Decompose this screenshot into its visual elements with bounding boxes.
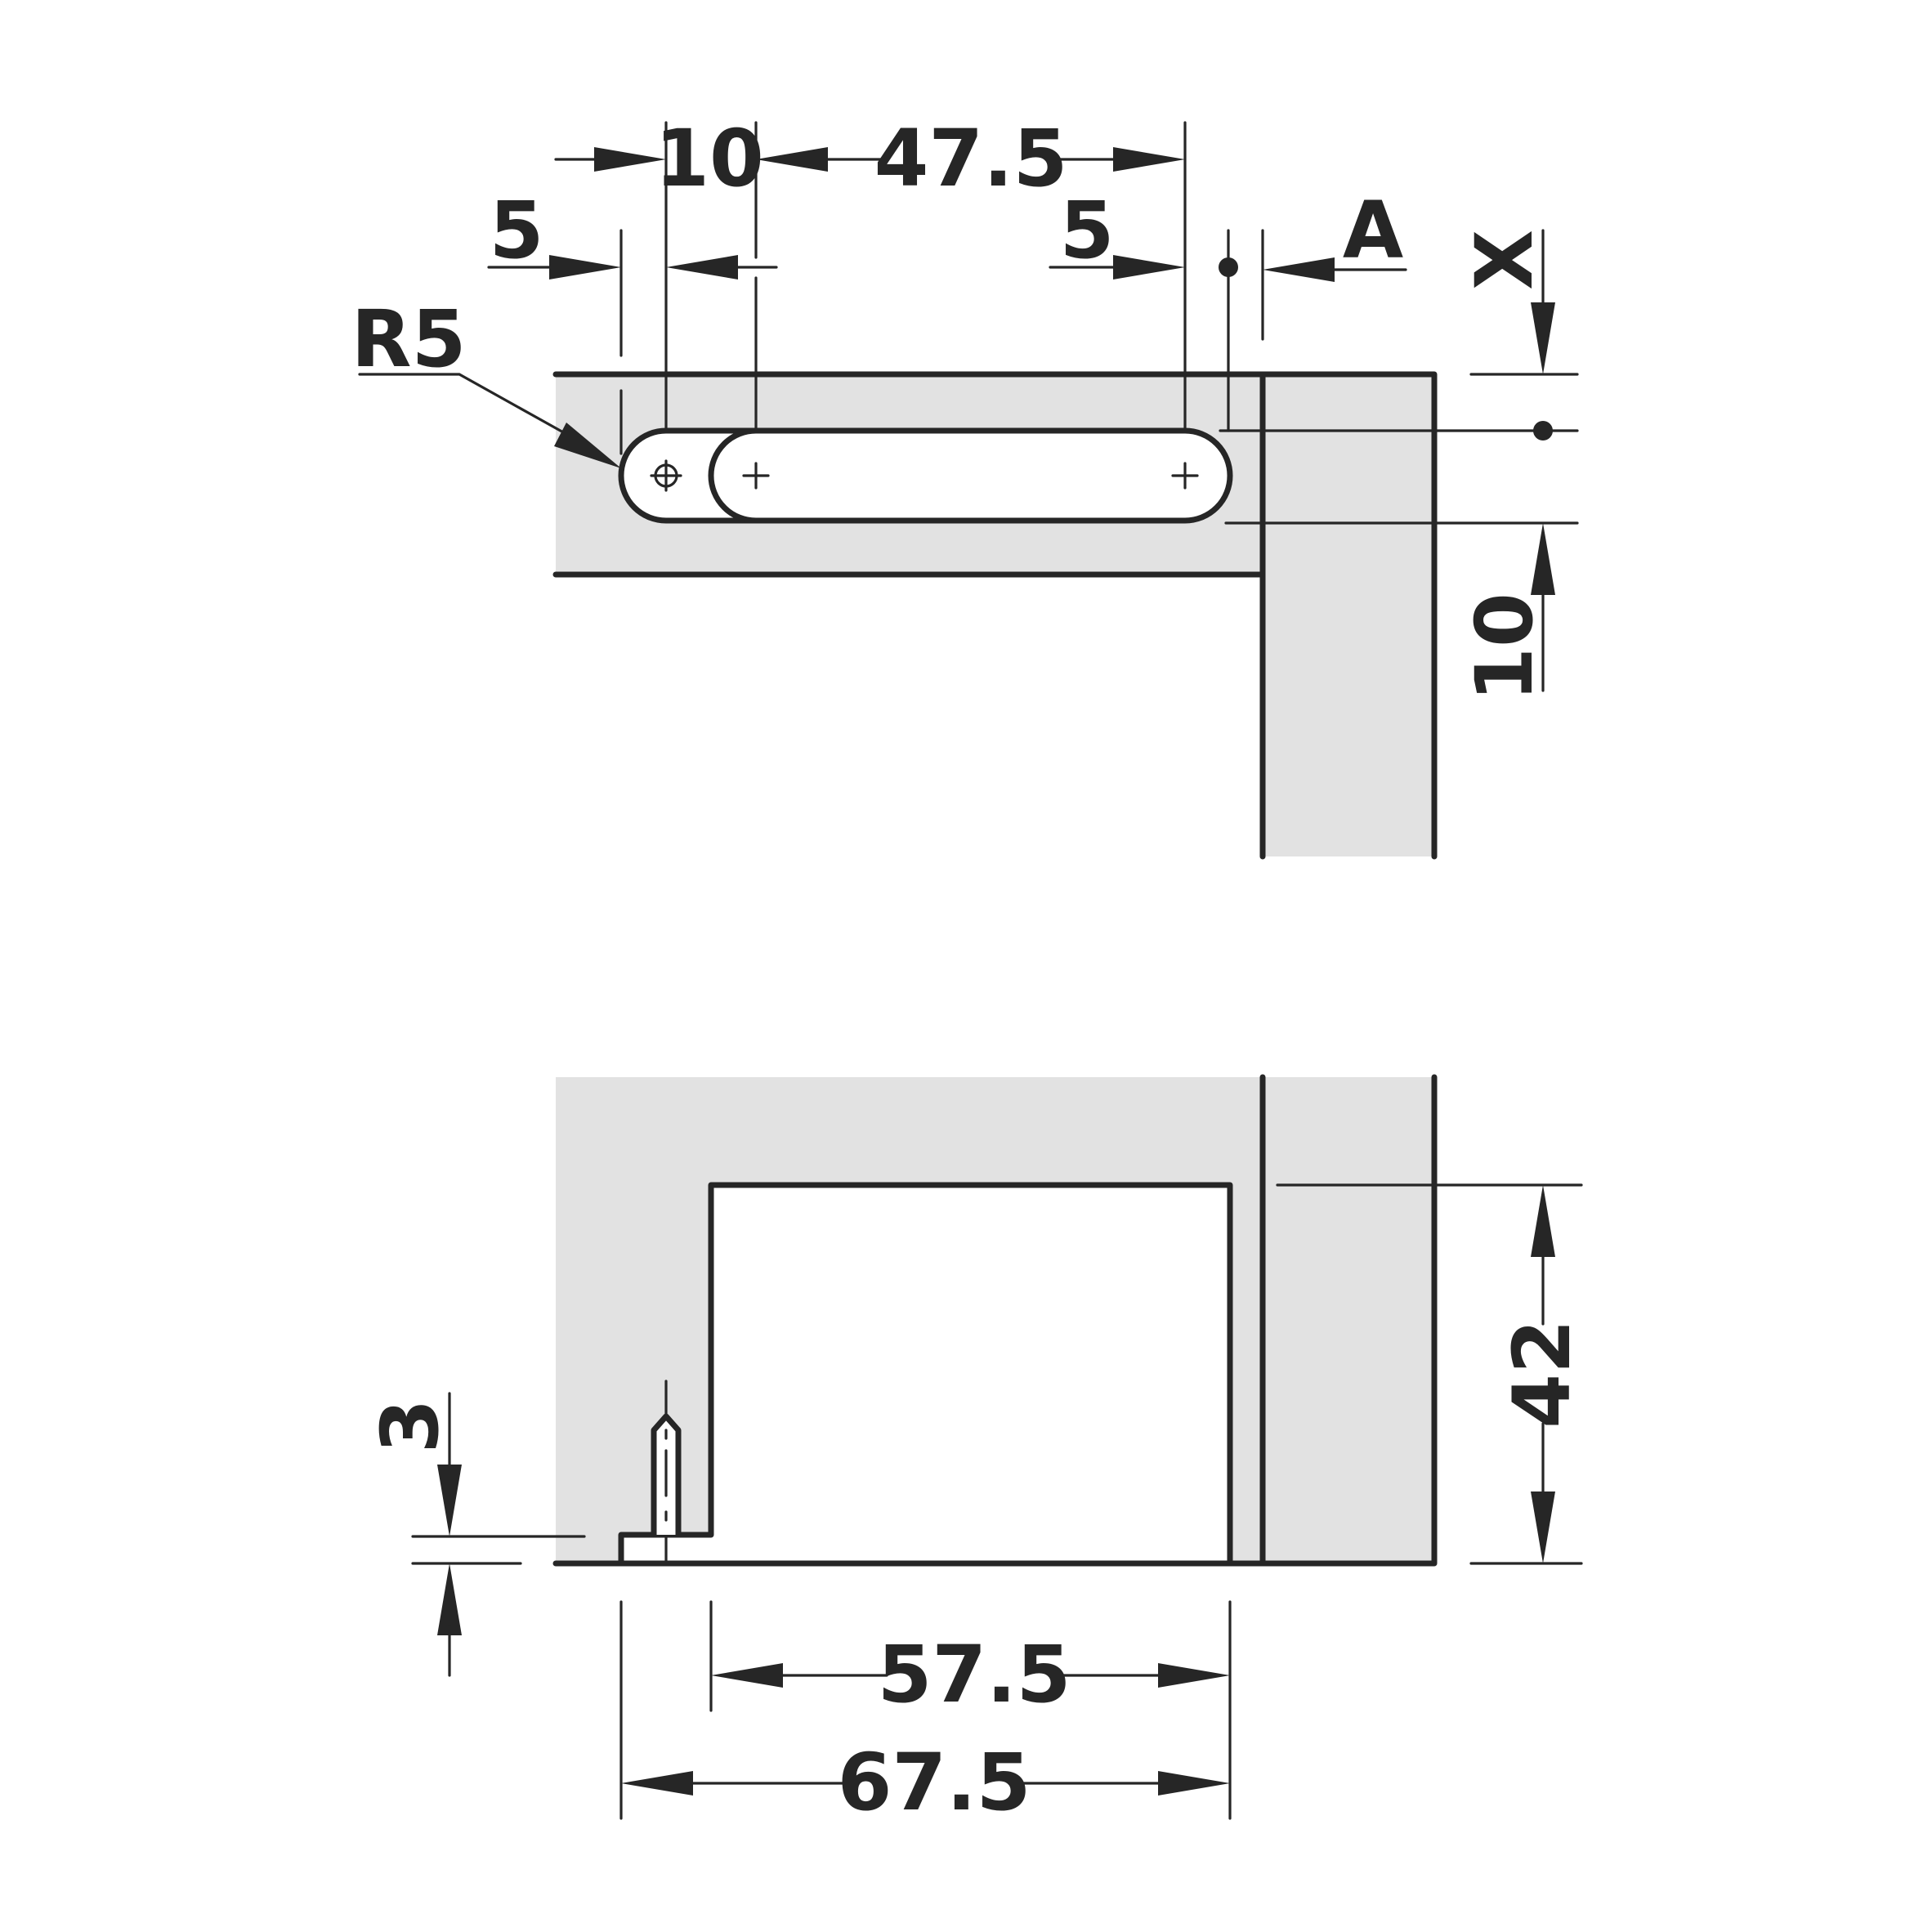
slot-inner-arc xyxy=(708,427,759,524)
centre-mark-1 xyxy=(650,459,682,492)
label-dim-42: 42 xyxy=(1496,1319,1588,1429)
dim-47-5-arrow-left xyxy=(756,147,828,172)
side-housing-cutout xyxy=(711,1185,1230,1563)
label-dim-X: X xyxy=(1459,230,1550,290)
point-dot-X xyxy=(1533,421,1553,441)
side-housing-outline xyxy=(618,1182,1233,1567)
label-dim-A: A xyxy=(1343,185,1403,276)
dim-3-arrow-top xyxy=(437,1465,462,1536)
fixing-pin-outline xyxy=(651,1413,682,1538)
label-dim-57-5: 57.5 xyxy=(878,1629,1071,1720)
dim-5-right-arrow xyxy=(1113,255,1185,280)
centre-mark-3 xyxy=(1171,462,1199,490)
label-dim-3: 3 xyxy=(364,1399,456,1454)
dim-10v-arrow xyxy=(1531,523,1555,595)
label-dim-5-left: 5 xyxy=(490,185,544,276)
dim-A-arrow xyxy=(1263,257,1335,282)
label-dim-10-vertical: 10 xyxy=(1459,593,1550,702)
dim-3-arrow-bottom xyxy=(437,1563,462,1635)
dim-42-arrow-bottom xyxy=(1531,1491,1555,1563)
r5-arrow xyxy=(554,423,621,468)
dim-67-5-arrow-right xyxy=(1158,1771,1230,1796)
label-dim-10: 10 xyxy=(655,113,764,204)
dim-47-5-arrow-right xyxy=(1113,147,1185,172)
slot-outline xyxy=(618,427,1233,524)
label-dim-R5: R5 xyxy=(351,293,467,385)
side-panel-outline xyxy=(552,1074,1438,1567)
slot-recess xyxy=(621,431,1230,521)
side-view: 42 3 57.5 67.5 xyxy=(364,1074,1588,1828)
dim-5-left-arrow-b xyxy=(666,255,738,280)
r5-leader-line xyxy=(358,373,574,439)
dim-57-5-arrow-left xyxy=(711,1663,783,1688)
label-dim-67-5: 67.5 xyxy=(838,1737,1031,1828)
dim-10-arrow xyxy=(594,147,666,172)
top-view: 10 47.5 5 5 A X R5 10 xyxy=(351,113,1579,860)
dim-67-5-arrow-left xyxy=(621,1771,693,1796)
label-dim-5-right: 5 xyxy=(1060,185,1115,276)
dim-42-arrow-top xyxy=(1531,1185,1555,1257)
dim-57-5-arrow-right xyxy=(1158,1663,1230,1688)
dim-5-left-arrow-a xyxy=(549,255,621,280)
dim-X-arrow xyxy=(1531,302,1555,374)
centre-mark-2 xyxy=(742,462,770,490)
label-dim-47-5: 47.5 xyxy=(874,113,1068,204)
top-vertical-panel xyxy=(1263,374,1434,856)
top-panel-outline xyxy=(552,371,1438,860)
point-dot-A xyxy=(1219,257,1238,277)
